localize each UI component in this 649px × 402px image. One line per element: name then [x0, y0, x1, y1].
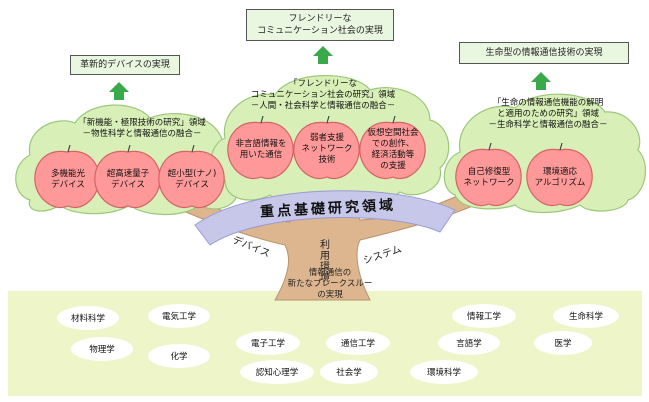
apple-stem-5	[326, 115, 330, 124]
apple-stem-2	[127, 144, 131, 153]
apple-6-text-4: の支援	[380, 161, 406, 171]
domain-right-title: 「生命の情報通信機能の解明 と適用のための研究」領域 －生命科学と情報通信の融合…	[468, 98, 628, 131]
arrow-up-left-icon	[109, 82, 129, 100]
field-chemistry: 化学	[148, 344, 210, 368]
env-char-2: 用	[320, 251, 330, 262]
apple-label-8: 環境適応 アルゴリズム	[527, 167, 593, 189]
breakthrough-text-3: の実現	[317, 290, 343, 300]
field-communication-engineering: 通信工学	[326, 331, 390, 355]
domain-center-text-1: 「フレンドリーな	[288, 79, 357, 89]
apple-stem-8	[559, 142, 563, 151]
apple-2	[94, 150, 161, 209]
env-char-1: 利	[320, 240, 330, 251]
apple-stem-1	[67, 144, 71, 153]
apple-7	[455, 148, 522, 207]
apple-8	[526, 148, 593, 207]
domain-left-text-2: －物性科学と情報通信の融合－	[82, 129, 202, 139]
field-electrical-engineering: 電気工学	[148, 304, 210, 328]
apple-6-text-2: での創作、	[371, 139, 415, 149]
field-life-science: 生命科学	[553, 304, 619, 328]
apple-5-text-2: ネットワーク	[301, 144, 353, 154]
env-char-4: 境	[320, 273, 330, 284]
apple-stem-7	[488, 142, 492, 151]
domain-right-text-3: －生命科学と情報通信の融合－	[488, 120, 608, 130]
env-char-3: 環	[320, 262, 330, 273]
domain-left-title: 「新機能・極限技術の研究」領域 －物性科学と情報通信の融合－	[62, 118, 222, 140]
arrow-up-right-icon	[531, 72, 551, 90]
banner-arc	[194, 190, 456, 246]
apple-7-text-2: ネットワーク	[463, 178, 515, 188]
apple-5	[293, 121, 360, 180]
apple-6	[359, 121, 426, 180]
apple-2-text-1: 超高速量子	[106, 169, 150, 179]
domain-right-text-1: 「生命の情報通信機能の解明	[492, 98, 604, 108]
field-environmental-science: 環境科学	[410, 360, 478, 384]
field-information-engineering: 情報工学	[452, 304, 516, 328]
apple-label-6: 仮想空間社会 での創作、 経済活動等 の支援	[362, 128, 424, 172]
goal-center-text-1: フレンドリーな	[288, 14, 352, 24]
apple-label-4: 非言語情報を 用いた通信	[230, 139, 292, 161]
apple-label-7: 自己修復型 ネットワーク	[458, 167, 520, 189]
field-cognitive-psychology: 認知心理学	[240, 360, 314, 384]
breakthrough-text-2: 新たなブレークスルー	[287, 279, 373, 289]
goal-innovative-devices: 革新的デバイスの実現	[70, 55, 180, 75]
apple-label-2: 超高速量子 デバイス	[97, 169, 159, 191]
arrow-up-center-icon	[313, 46, 333, 64]
field-electronic-engineering: 電子工学	[236, 331, 300, 355]
field-medicine: 医学	[534, 331, 592, 355]
apple-stem-6	[392, 115, 396, 124]
apple-label-3: 超小型(ナノ) デバイス	[161, 169, 223, 191]
goal-biological-ict: 生命型の情報通信技術の実現	[459, 42, 629, 64]
apple-7-text-1: 自己修復型	[467, 167, 511, 177]
apple-3-text-2: デバイス	[175, 180, 209, 190]
apple-3	[158, 150, 225, 209]
goal-friendly-communication: フレンドリーな コミュニケーション社会の実現	[246, 9, 394, 41]
apple-1-text-1: 多機能光	[50, 169, 85, 179]
apple-1-text-2: デバイス	[51, 180, 85, 190]
apple-label-5: 弱者支援 ネットワーク 技術	[296, 133, 358, 166]
apple-8-text-1: 環境適応	[542, 167, 577, 177]
apple-8-text-2: アルゴリズム	[534, 178, 586, 188]
apple-4-text-2: 用いた通信	[239, 150, 283, 160]
apple-stem-3	[191, 144, 195, 153]
apple-5-text-3: 技術	[318, 155, 336, 165]
goal-center-text-2: コミュニケーション社会の実現	[257, 26, 383, 36]
breakthrough-label: 情報通信の 新たなブレークスルー の実現	[285, 268, 375, 301]
usage-environment-label: 利 用 環 境	[318, 240, 332, 284]
apple-3-text-1: 超小型(ナノ)	[167, 169, 217, 179]
field-linguistics: 言語学	[438, 331, 500, 355]
apple-label-1: 多機能光 デバイス	[37, 169, 99, 191]
goal-left-text: 革新的デバイスの実現	[80, 60, 170, 70]
breakthrough-text-1: 情報通信の	[308, 268, 352, 278]
apple-stem-4	[260, 115, 264, 124]
field-physics: 物理学	[71, 337, 133, 361]
apple-2-text-2: デバイス	[111, 180, 145, 190]
apple-4-text-1: 非言語情報を	[235, 139, 287, 149]
domain-center-text-3: －人間・社会科学と情報通信の融合－	[250, 101, 396, 111]
domain-right-text-2: と適用のための研究」領域	[496, 109, 599, 119]
field-materials-science: 材料科学	[57, 306, 119, 330]
domain-center-title: 「フレンドリーな コミュニケーション社会の研究」領域 －人間・社会科学と情報通信…	[238, 79, 408, 112]
apple-6-text-1: 仮想空間社会	[367, 128, 419, 138]
domain-center-text-2: コミュニケーション社会の研究」領域	[250, 90, 396, 100]
apple-5-text-1: 弱者支援	[309, 133, 344, 143]
apple-6-text-3: 経済活動等	[371, 150, 415, 160]
goal-right-text: 生命型の情報通信技術の実現	[485, 48, 603, 58]
field-sociology: 社会学	[320, 360, 378, 384]
apple-4	[227, 121, 294, 180]
domain-left-text-1: 「新機能・極限技術の研究」領域	[78, 118, 206, 128]
